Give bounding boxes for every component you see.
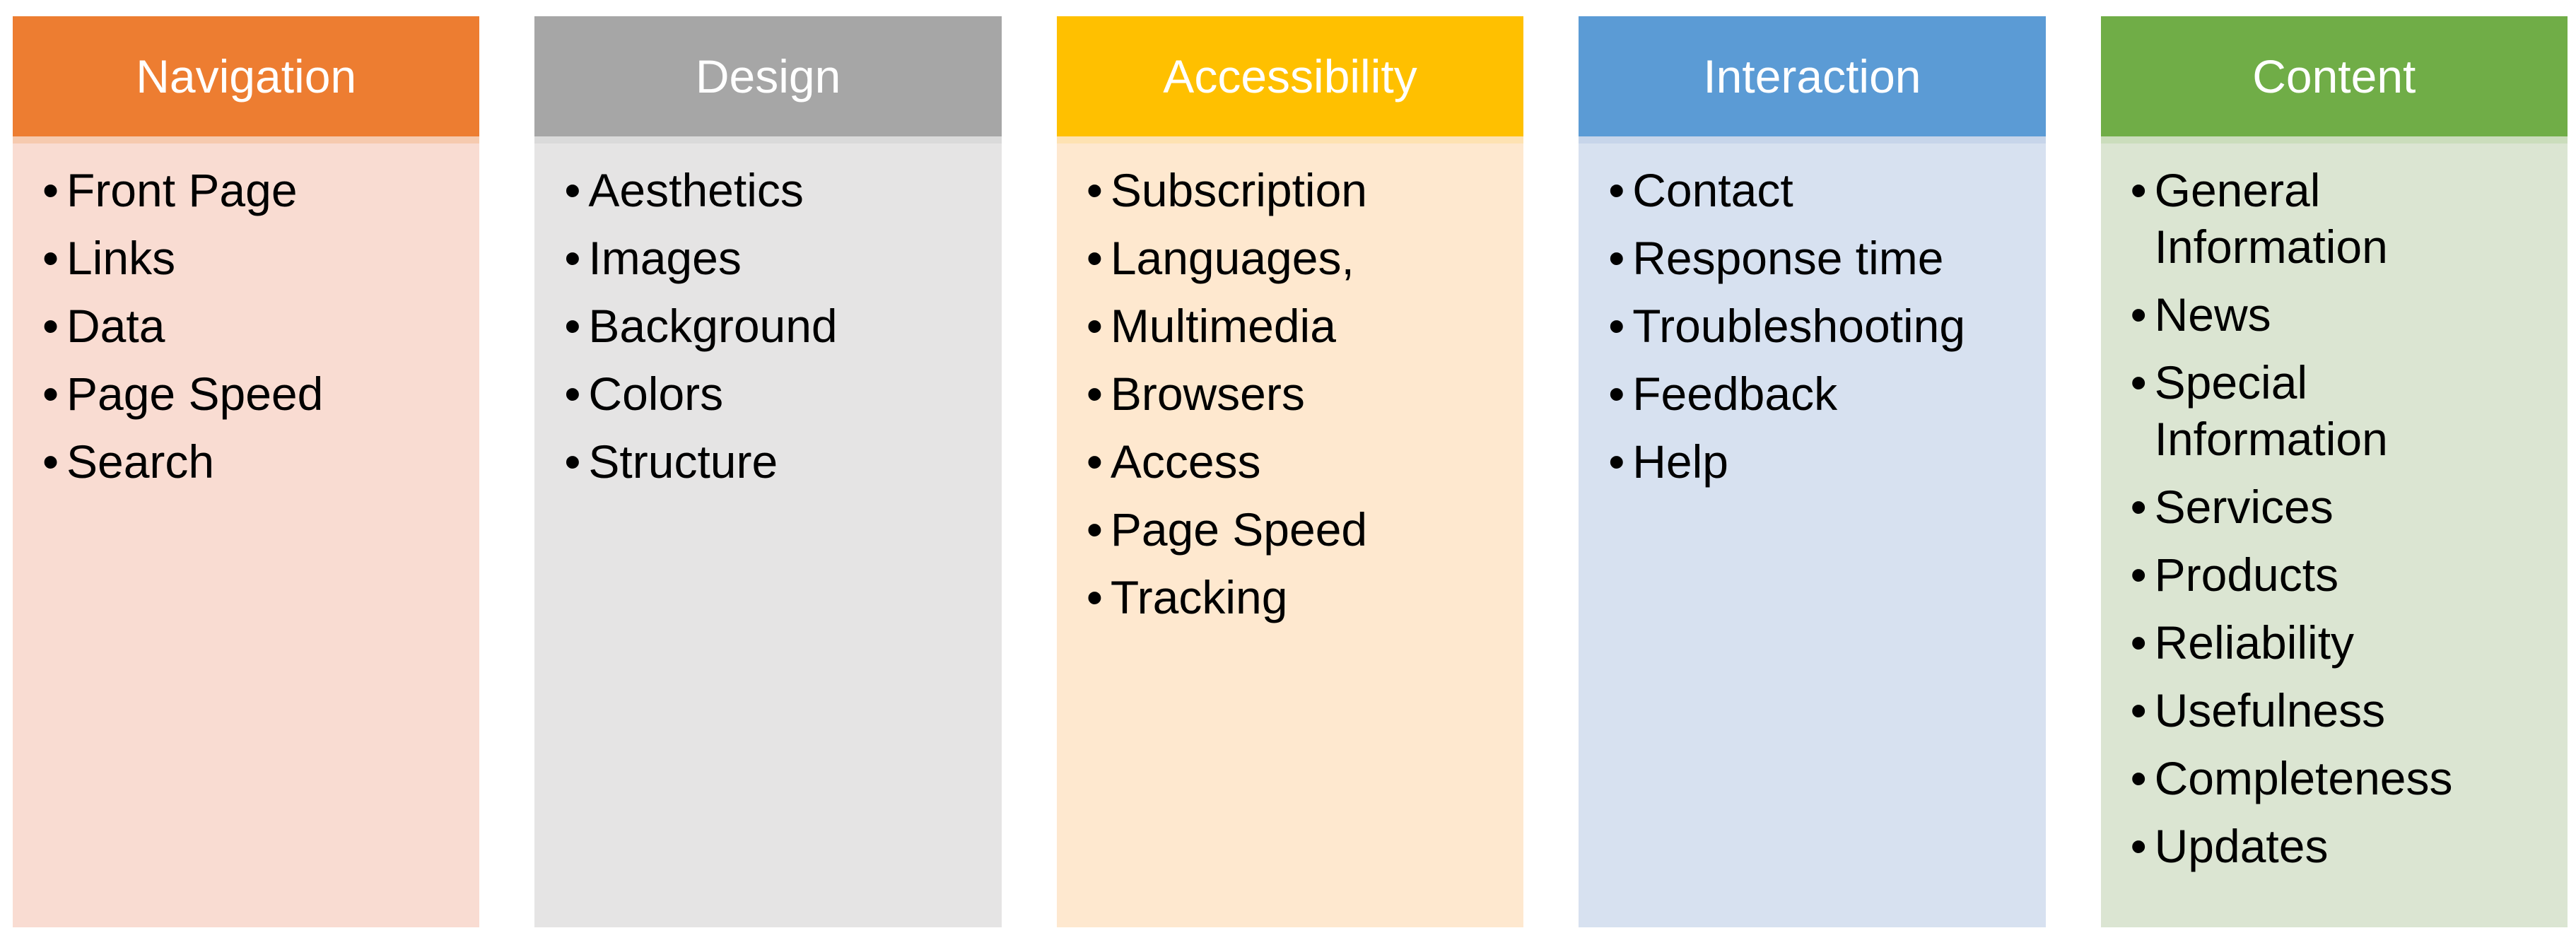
list-item: Help [1608,433,2020,490]
category-columns: Navigation Front PageLinksDataPage Speed… [13,16,2568,927]
list-item: Front Page [42,162,454,218]
category-header: Design [534,16,1002,136]
category-header: Interaction [1579,16,2046,136]
list-item: Colors [564,365,976,422]
category-header: Accessibility [1056,16,1524,136]
list-item: Tracking [1087,569,1498,626]
list-item: General Information [2131,162,2542,275]
bullet-list: SubscriptionLanguages, MultimediaBrowsers… [1057,143,1523,626]
category-title: Navigation [136,50,357,102]
bullet-list: AestheticsImagesBackgroundColorsStructur… [534,143,1001,490]
category-column-interaction: Interaction ContactResponse timeTroubles… [1579,16,2046,927]
list-item: Response time [1608,230,2020,286]
bullet-list: Front PageLinksDataPage SpeedSearch [13,143,479,490]
list-item: Search [42,433,454,490]
category-title: Content [2252,50,2416,102]
list-item: Completeness [2131,750,2542,806]
list-item: Languages, [1087,230,1498,286]
header-body-divider [13,136,480,143]
list-item: Subscription [1087,162,1498,218]
list-item: Usefulness [2131,682,2542,739]
category-title: Design [695,50,841,102]
category-column-content: Content General InformationNewsSpecial I… [2100,16,2568,927]
category-body: SubscriptionLanguages, MultimediaBrowsers… [1056,143,1524,927]
list-item: Images [564,230,976,286]
list-item: Data [42,298,454,354]
list-item: Troubleshooting [1608,298,2020,354]
category-body: General InformationNewsSpecial Informati… [2100,143,2568,927]
category-body: Front PageLinksDataPage SpeedSearch [13,143,480,927]
list-item: Aesthetics [564,162,976,218]
category-body: ContactResponse timeTroubleshootingFeedb… [1579,143,2046,927]
category-header: Content [2100,16,2568,136]
bullet-list: ContactResponse timeTroubleshootingFeedb… [1579,143,2045,490]
list-item: Page Speed [42,365,454,422]
list-item: Reliability [2131,614,2542,671]
category-title: Accessibility [1163,50,1417,102]
header-body-divider [534,136,1002,143]
category-header: Navigation [13,16,480,136]
header-body-divider [2100,136,2568,143]
list-item: Page Speed [1087,501,1498,558]
bullet-list: General InformationNewsSpecial Informati… [2101,143,2568,874]
category-column-navigation: Navigation Front PageLinksDataPage Speed… [13,16,480,927]
list-item: Products [2131,546,2542,603]
category-column-design: Design AestheticsImagesBackgroundColorsS… [534,16,1002,927]
list-item: News [2131,286,2542,343]
header-body-divider [1056,136,1524,143]
list-item: Contact [1608,162,2020,218]
list-item: Feedback [1608,365,2020,422]
category-body: AestheticsImagesBackgroundColorsStructur… [534,143,1002,927]
list-item: Updates [2131,818,2542,874]
list-item: Access [1087,433,1498,490]
list-item: Special Information [2131,354,2542,467]
category-column-accessibility: Accessibility SubscriptionLanguages, Mult… [1056,16,1524,927]
list-item: Multimedia [1087,298,1498,354]
list-item: Structure [564,433,976,490]
category-title: Interaction [1703,50,1921,102]
list-item: Services [2131,479,2542,535]
header-body-divider [1579,136,2046,143]
list-item: Browsers [1087,365,1498,422]
list-item: Links [42,230,454,286]
list-item: Background [564,298,976,354]
